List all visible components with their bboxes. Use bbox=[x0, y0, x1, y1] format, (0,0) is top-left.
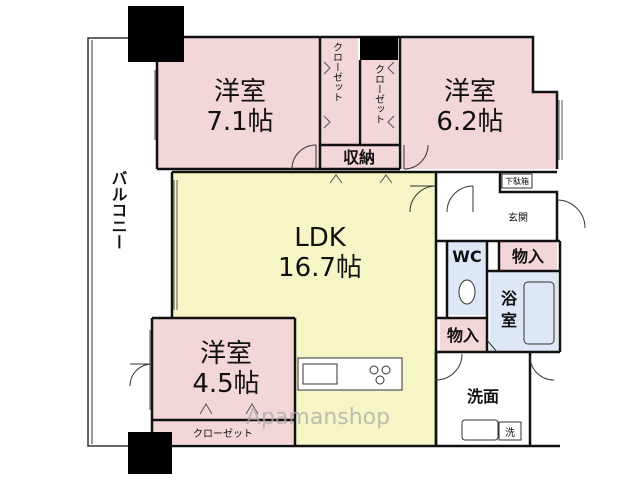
wash-basin bbox=[461, 419, 499, 441]
wc-label: WC bbox=[452, 247, 481, 266]
shoe-cabinet-label: 下駄箱 bbox=[505, 176, 529, 186]
wash-mark-label: 洗 bbox=[505, 427, 515, 439]
closet-markers bbox=[199, 61, 395, 415]
column bbox=[360, 37, 398, 60]
western-room-2-name: 洋室 bbox=[444, 77, 496, 107]
column bbox=[128, 432, 172, 474]
doors bbox=[129, 144, 586, 387]
closet-c bbox=[152, 420, 295, 444]
bath-label-2: 室 bbox=[501, 311, 517, 330]
western-room-2 bbox=[400, 37, 557, 169]
storage-in-2 bbox=[440, 318, 487, 352]
closet-c-label: クローゼット bbox=[193, 428, 253, 440]
western-room-3-name: 洋室 bbox=[200, 339, 252, 369]
washroom-label: 洗面 bbox=[467, 387, 499, 406]
entrance-label: 玄関 bbox=[508, 211, 528, 224]
storage-in-1 bbox=[499, 241, 557, 271]
closet-a bbox=[320, 37, 358, 145]
bath-label-1: 浴 bbox=[501, 289, 518, 308]
kitchen-counter bbox=[297, 357, 403, 391]
watermark: Apamanshop bbox=[246, 405, 390, 430]
balcony bbox=[87, 37, 130, 447]
closet-b-label: クローゼット bbox=[373, 64, 385, 124]
washer-space bbox=[498, 421, 522, 441]
closet-b bbox=[360, 60, 398, 145]
stove-burner bbox=[375, 375, 385, 385]
western-room-3-size: 4.5帖 bbox=[192, 369, 259, 399]
western-room-3 bbox=[152, 318, 295, 420]
ldk-size: 16.7帖 bbox=[278, 253, 362, 283]
storage bbox=[320, 145, 398, 169]
bathtub bbox=[523, 281, 555, 345]
storage-in-1-label: 物入 bbox=[512, 247, 544, 266]
windows bbox=[149, 70, 563, 410]
column bbox=[128, 6, 184, 62]
ldk-name: LDK bbox=[294, 223, 347, 253]
sink bbox=[302, 363, 338, 385]
toilet-icon bbox=[458, 279, 476, 305]
closet-a-label: クローゼット bbox=[331, 42, 343, 102]
western-room-2-size: 6.2帖 bbox=[436, 107, 503, 137]
stove-burner bbox=[369, 365, 379, 375]
walls bbox=[130, 35, 562, 448]
western-room-1-name: 洋室 bbox=[214, 77, 266, 107]
storage-label: 収納 bbox=[343, 148, 375, 167]
stove-burner bbox=[381, 365, 391, 375]
balcony-label: バルコニー bbox=[109, 170, 128, 250]
storage-in-2-label: 物入 bbox=[447, 326, 479, 345]
shoe-cabinet bbox=[501, 173, 533, 189]
western-room-1 bbox=[157, 37, 320, 169]
western-room-1-size: 7.1帖 bbox=[206, 107, 273, 137]
